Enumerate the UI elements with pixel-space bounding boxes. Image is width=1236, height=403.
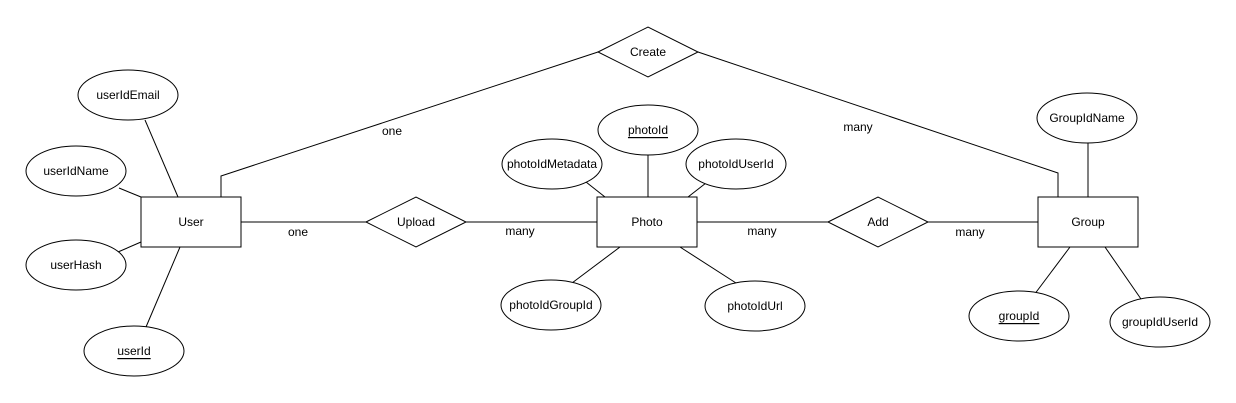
entity-user-label: User <box>178 215 203 229</box>
attribute-user-id-name[interactable]: userIdName <box>25 145 127 197</box>
attribute-group-id-user-id-shape <box>1109 296 1211 348</box>
attribute-user-id-email[interactable]: userIdEmail <box>77 69 179 121</box>
attribute-user-hash-label: userHash <box>50 258 101 272</box>
attribute-photo-id-url-shape <box>704 280 806 332</box>
attribute-user-id-email-shape <box>77 69 179 121</box>
entity-user[interactable]: User <box>140 196 242 248</box>
attribute-user-id-name-shape <box>25 145 127 197</box>
relationship-add-shape <box>826 196 930 248</box>
entity-group-label: Group <box>1071 215 1105 229</box>
attribute-group-id-label: groupId <box>999 309 1040 323</box>
attribute-user-id-label: userId <box>117 344 150 358</box>
edge-user-userhash <box>117 241 142 253</box>
entity-group[interactable]: Group <box>1037 196 1139 248</box>
attribute-photo-id-metadata[interactable]: photoIdMetadata <box>501 138 603 190</box>
attribute-group-id-shape <box>968 290 1070 342</box>
entity-user-box <box>140 196 242 248</box>
attribute-group-id-name-shape <box>1036 92 1138 144</box>
edge-user-userid <box>145 246 181 328</box>
attribute-user-id-email-label: userIdEmail <box>96 88 159 102</box>
cardinality-create-user: one <box>382 124 402 138</box>
edge-user-create <box>220 51 599 197</box>
relationship-create[interactable]: Create <box>596 26 700 78</box>
relationship-add[interactable]: Add <box>826 196 930 248</box>
entity-photo-box <box>596 196 698 248</box>
relationship-add-label: Add <box>867 215 888 229</box>
entity-photo[interactable]: Photo <box>596 196 698 248</box>
relationship-create-label: Create <box>630 45 666 59</box>
edge-photo-photoiduserid <box>687 182 707 198</box>
attribute-photo-id-label: photoId <box>628 123 668 137</box>
edge-user-useridemail <box>144 119 179 198</box>
attribute-user-id[interactable]: userId <box>83 325 185 377</box>
attribute-user-hash-shape <box>25 239 127 291</box>
cardinality-add-group: many <box>955 225 984 239</box>
cardinality-add-photo: many <box>747 224 776 238</box>
attribute-photo-id-group-id-shape <box>500 279 602 331</box>
attribute-photo-id-metadata-shape <box>501 138 603 190</box>
attribute-group-id-user-id-label: groupIdUserId <box>1122 315 1198 329</box>
edge-user-useridname <box>118 187 142 198</box>
attribute-photo-id-shape <box>597 104 699 156</box>
cardinality-labels: one many one many many many <box>288 120 985 239</box>
attribute-group-id-user-id[interactable]: groupIdUserId <box>1109 296 1211 348</box>
relationship-upload[interactable]: Upload <box>364 196 468 248</box>
attribute-group-id-name[interactable]: GroupIdName <box>1036 92 1138 144</box>
attribute-photo-id[interactable]: photoId <box>597 104 699 156</box>
cardinality-upload-photo: many <box>505 224 534 238</box>
relationship-create-shape <box>596 26 700 78</box>
attribute-group-id[interactable]: groupId <box>968 290 1070 342</box>
edge-create-group <box>697 51 1059 197</box>
relationship-upload-label: Upload <box>397 215 435 229</box>
attribute-photo-id-metadata-label: photoIdMetadata <box>507 157 597 171</box>
attribute-photo-id-group-id[interactable]: photoIdGroupId <box>500 279 602 331</box>
attribute-user-id-name-label: userIdName <box>43 164 109 178</box>
attribute-photo-id-group-id-label: photoIdGroupId <box>509 298 592 312</box>
entity-photo-label: Photo <box>631 215 663 229</box>
attribute-user-id-shape <box>83 325 185 377</box>
attribute-photo-id-user-id[interactable]: photoIdUserId <box>685 138 787 190</box>
cardinality-create-group: many <box>843 120 872 134</box>
attribute-photo-id-user-id-shape <box>685 138 787 190</box>
relationship-upload-shape <box>364 196 468 248</box>
entity-group-box <box>1037 196 1139 248</box>
edge-group-groupid <box>1033 246 1071 296</box>
connectors <box>117 51 1142 328</box>
edge-photo-photoidmetadata <box>585 181 606 198</box>
attribute-user-hash[interactable]: userHash <box>25 239 127 291</box>
edge-photo-photoidurl <box>679 246 737 284</box>
attribute-photo-id-user-id-label: photoIdUserId <box>698 157 773 171</box>
attribute-photo-id-url-label: photoIdUrl <box>727 299 782 313</box>
edge-photo-photoidgroupid <box>571 246 621 284</box>
attribute-photo-id-url[interactable]: photoIdUrl <box>704 280 806 332</box>
attribute-group-id-name-label: GroupIdName <box>1049 111 1125 125</box>
cardinality-upload-user: one <box>288 225 308 239</box>
edge-group-groupiduserid <box>1104 246 1142 300</box>
